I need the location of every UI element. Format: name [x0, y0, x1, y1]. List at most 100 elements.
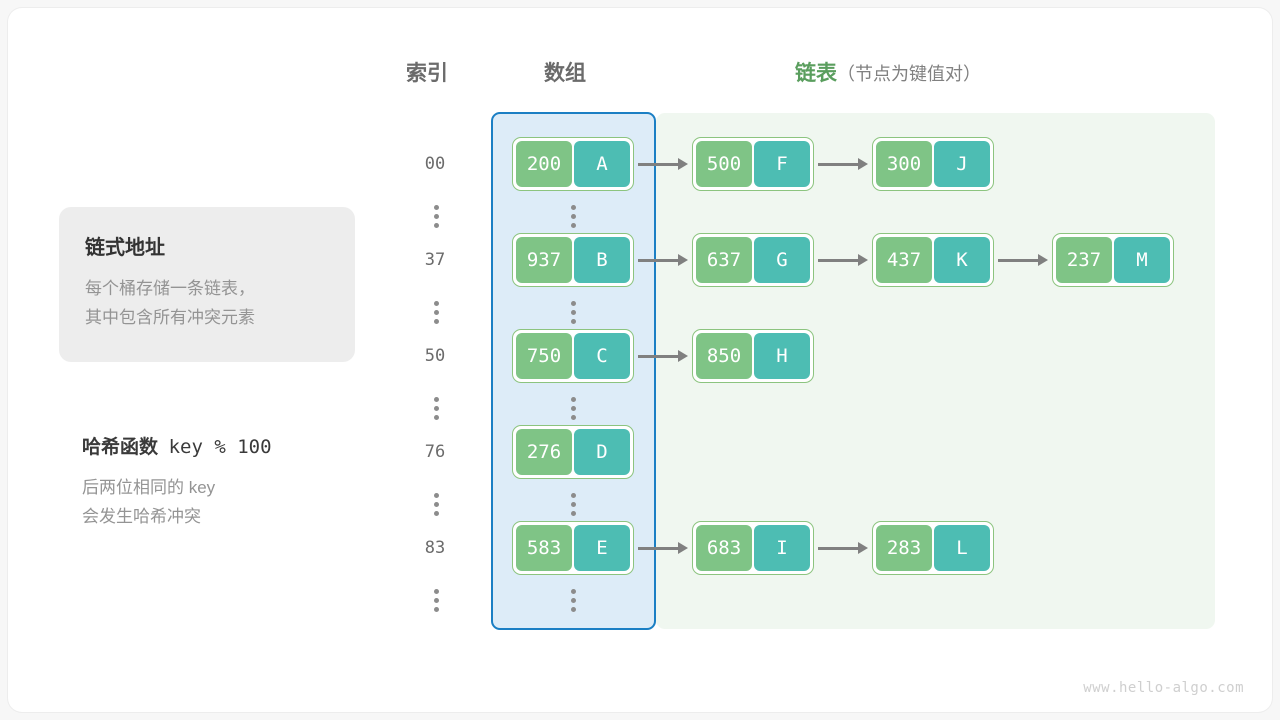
bucket-index-label: 50: [424, 346, 446, 366]
index-ellipsis: [427, 300, 447, 326]
arrow-shaft: [818, 547, 859, 550]
index-ellipsis: [427, 588, 447, 614]
node-key: 850: [696, 333, 752, 379]
node-value: F: [754, 141, 810, 187]
node-key: 683: [696, 525, 752, 571]
ellipsis-dot: [571, 310, 576, 315]
node-key: 750: [516, 333, 572, 379]
node-value: J: [934, 141, 990, 187]
node-key: 637: [696, 237, 752, 283]
index-ellipsis: [427, 204, 447, 230]
chain-arrow: [638, 349, 688, 363]
node-key: 200: [516, 141, 572, 187]
info-card-body: 每个桶存储一条链表， 其中包含所有冲突元素: [85, 274, 329, 332]
ellipsis-dot: [571, 502, 576, 507]
chain-arrow: [818, 253, 868, 267]
array-ellipsis: [564, 588, 584, 614]
node-value: K: [934, 237, 990, 283]
arrow-shaft: [818, 259, 859, 262]
chain-arrow: [818, 157, 868, 171]
hash-note-line-1: 后两位相同的 key: [82, 478, 216, 497]
ellipsis-dot: [434, 511, 439, 516]
ellipsis-dot: [571, 214, 576, 219]
arrow-shaft: [818, 163, 859, 166]
hash-function-note: 哈希函数 key % 100 后两位相同的 key 会发生哈希冲突: [82, 432, 402, 531]
node-key: 300: [876, 141, 932, 187]
array-ellipsis: [564, 300, 584, 326]
ellipsis-dot: [434, 598, 439, 603]
arrow-head: [678, 158, 688, 170]
node-key: 276: [516, 429, 572, 475]
ellipsis-dot: [434, 319, 439, 324]
bucket-index-label: 76: [424, 442, 446, 462]
ellipsis-dot: [571, 493, 576, 498]
watermark: www.hello-algo.com: [1083, 680, 1244, 696]
node-key: 237: [1056, 237, 1112, 283]
ellipsis-dot: [571, 415, 576, 420]
ellipsis-dot: [434, 502, 439, 507]
arrow-head: [858, 254, 868, 266]
chain-arrow: [818, 541, 868, 555]
chain-arrow: [638, 253, 688, 267]
array-ellipsis: [564, 396, 584, 422]
ellipsis-dot: [434, 415, 439, 420]
node-value: D: [574, 429, 630, 475]
info-card-line-2: 其中包含所有冲突元素: [85, 308, 255, 327]
node-value: L: [934, 525, 990, 571]
hash-note-line-2: 会发生哈希冲突: [82, 507, 201, 526]
ellipsis-dot: [571, 319, 576, 324]
arrow-shaft: [638, 547, 679, 550]
ellipsis-dot: [434, 589, 439, 594]
ellipsis-dot: [571, 397, 576, 402]
arrow-shaft: [638, 355, 679, 358]
hash-function-formula: key % 100: [168, 436, 272, 458]
arrow-shaft: [638, 163, 679, 166]
array-ellipsis: [564, 204, 584, 230]
ellipsis-dot: [434, 214, 439, 219]
ellipsis-dot: [571, 607, 576, 612]
ellipsis-dot: [571, 205, 576, 210]
arrow-shaft: [638, 259, 679, 262]
ellipsis-dot: [434, 301, 439, 306]
ellipsis-dot: [571, 511, 576, 516]
hash-function-title: 哈希函数 key % 100: [82, 432, 402, 459]
node-value: H: [754, 333, 810, 379]
ellipsis-dot: [434, 310, 439, 315]
info-card-title: 链式地址: [85, 237, 165, 259]
node-value: E: [574, 525, 630, 571]
bucket-index-label: 83: [424, 538, 446, 558]
index-ellipsis: [427, 396, 447, 422]
node-key: 583: [516, 525, 572, 571]
ellipsis-dot: [434, 607, 439, 612]
chain-arrow: [638, 157, 688, 171]
node-value: G: [754, 237, 810, 283]
ellipsis-dot: [571, 598, 576, 603]
column-heading-index: 索引: [406, 62, 448, 85]
ellipsis-dot: [571, 406, 576, 411]
array-ellipsis: [564, 492, 584, 518]
arrow-head: [858, 542, 868, 554]
node-key: 283: [876, 525, 932, 571]
node-key: 437: [876, 237, 932, 283]
node-value: B: [574, 237, 630, 283]
ellipsis-dot: [434, 406, 439, 411]
arrow-head: [678, 350, 688, 362]
arrow-head: [1038, 254, 1048, 266]
column-heading-linked-list: 链表（节点为键值对）: [795, 57, 981, 87]
chain-arrow: [638, 541, 688, 555]
bucket-index-label: 37: [424, 250, 446, 270]
bucket-index-label: 00: [424, 154, 446, 174]
ellipsis-dot: [434, 493, 439, 498]
ellipsis-dot: [434, 205, 439, 210]
